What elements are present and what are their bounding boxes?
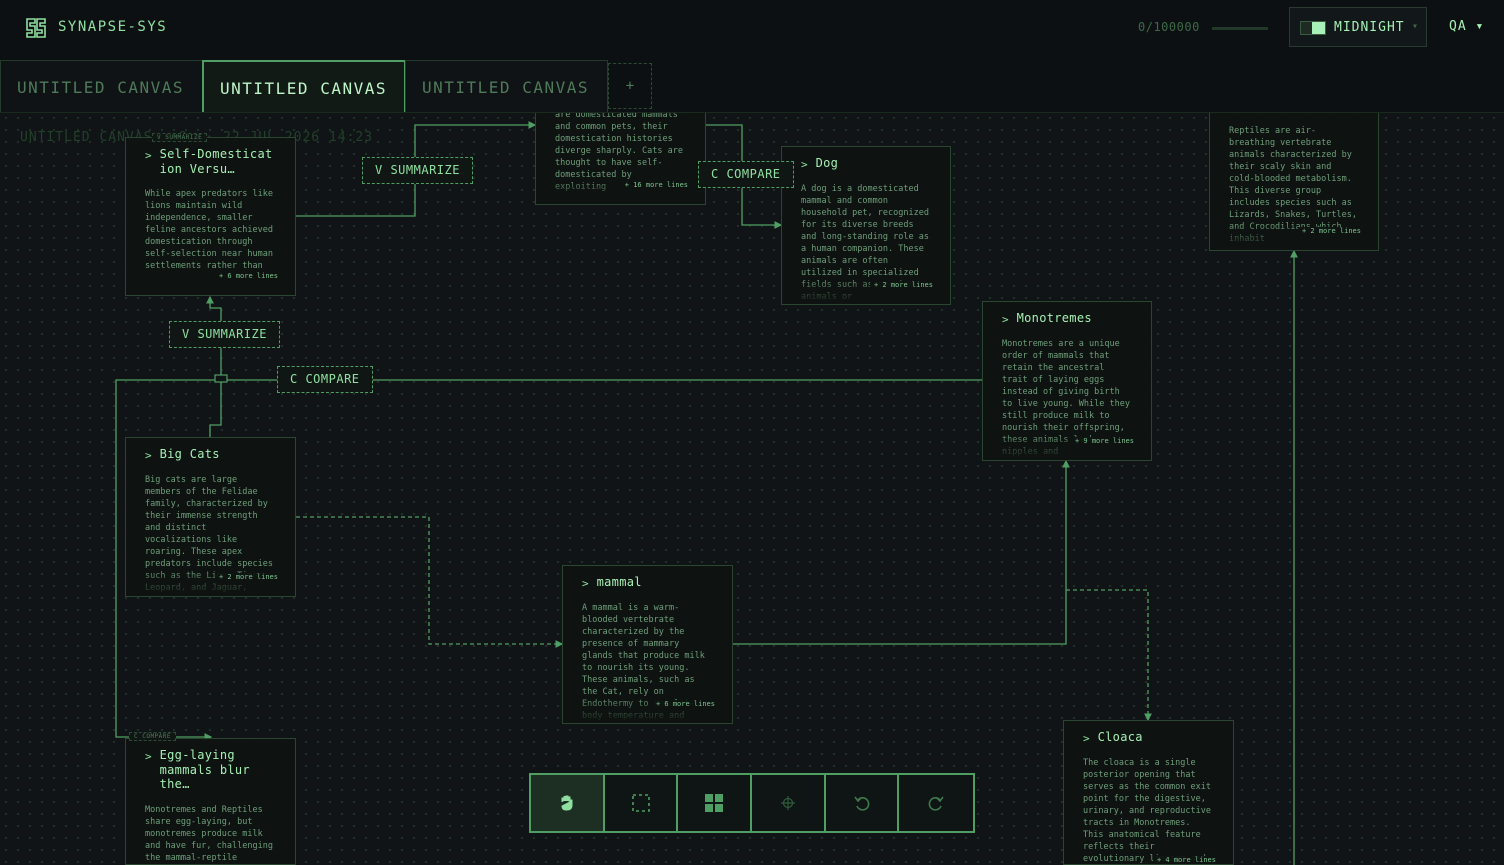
chevron-right-icon[interactable]: > <box>582 577 589 590</box>
more-lines-link[interactable]: + 2 more lines <box>869 281 933 289</box>
pan-tool-button[interactable] <box>531 775 605 831</box>
node-reptiles[interactable]: Reptiles are air-breathing vertebrate an… <box>1209 90 1379 251</box>
tab-canvas-1[interactable]: UNTITLED CANVAS <box>0 60 203 112</box>
token-usage: 0/100000 <box>1138 20 1200 34</box>
crosshair-icon <box>780 796 795 810</box>
node-body: The cloaca is a single posterior opening… <box>1083 758 1211 864</box>
edge-bigcats-mammal <box>296 516 564 648</box>
chevron-right-icon[interactable]: > <box>1083 732 1090 745</box>
compare-operation[interactable]: C COMPARE <box>698 161 794 188</box>
theme-selector[interactable]: MIDNIGHT ▾ <box>1289 7 1427 47</box>
chevron-right-icon[interactable]: > <box>145 750 152 763</box>
brand-logo-icon[interactable] <box>24 16 48 40</box>
node-title: Dog <box>815 156 839 170</box>
node-dog[interactable]: >Dog A dog is a domesticated mammal and … <box>781 146 951 305</box>
node-big-cats[interactable]: >Big Cats Big cats are large members of … <box>125 437 296 597</box>
hand-icon <box>561 795 573 811</box>
redo-button[interactable] <box>899 775 973 831</box>
theme-label: MIDNIGHT <box>1334 20 1405 35</box>
compare-operation[interactable]: C COMPARE <box>277 366 373 393</box>
node-title: Big Cats <box>159 447 220 461</box>
node-title: Cloaca <box>1097 730 1143 744</box>
node-body: Monotremes and Reptiles share egg-laying… <box>145 804 273 863</box>
chevron-right-icon[interactable]: > <box>145 149 152 162</box>
edge-monotremes-cloaca <box>1066 589 1152 722</box>
select-icon <box>631 794 650 812</box>
more-lines-link[interactable]: + 4 more lines <box>1152 856 1216 864</box>
token-usage-bar <box>1212 27 1268 30</box>
node-title: Monotremes <box>1016 311 1092 325</box>
node-mammal[interactable]: >mammal A mammal is a warm-blooded verte… <box>562 565 733 724</box>
edge-mammal-monotremes <box>733 459 1070 645</box>
compare-operation[interactable]: C COMPARE <box>129 732 177 741</box>
chevron-right-icon[interactable]: > <box>801 158 808 171</box>
chevron-right-icon[interactable]: > <box>1002 313 1009 326</box>
node-body: While apex predators like lions maintain… <box>145 189 273 271</box>
undo-icon <box>853 796 869 811</box>
edge-bigcats-summarize <box>206 295 222 437</box>
chevron-right-icon[interactable]: > <box>145 449 152 462</box>
more-lines-link[interactable]: + 6 more lines <box>651 700 715 708</box>
new-tab-button[interactable]: + <box>608 63 652 109</box>
grid-icon <box>705 794 724 812</box>
tab-bar: UNTITLED CANVAS UNTITLED CANVAS UNTITLED… <box>0 60 1504 113</box>
chevron-down-icon: ▾ <box>1412 21 1419 32</box>
app-header: SYNAPSE-SYS 0/100000 MIDNIGHT ▾ QA ▾ <box>0 0 1504 61</box>
node-self-domestication[interactable]: > Self-Domesticat ion Versu… While apex p… <box>125 137 296 296</box>
more-lines-link[interactable]: + 2 more lines <box>214 573 278 581</box>
edge-junction <box>214 374 228 383</box>
undo-button[interactable] <box>826 775 900 831</box>
theme-swatch-icon <box>1300 21 1326 35</box>
tab-canvas-2[interactable]: UNTITLED CANVAS <box>202 60 406 112</box>
user-menu[interactable]: QA ▾ <box>1449 19 1485 34</box>
more-lines-link[interactable]: + 6 more lines <box>214 272 278 280</box>
node-egg-laying[interactable]: > Egg-laying mammals blur the… Monotremes… <box>125 738 296 865</box>
summarize-operation[interactable]: V SUMMARIZE <box>362 157 473 184</box>
redo-icon <box>928 796 944 811</box>
canvas-toolbar <box>529 773 975 833</box>
node-title: Self-Domesticat ion Versu… <box>159 147 273 176</box>
node-cloaca[interactable]: > Cloaca The cloaca is a single posterior… <box>1063 720 1234 865</box>
summarize-operation[interactable]: V SUMMARIZE <box>152 133 208 142</box>
more-lines-link[interactable]: + 16 more lines <box>620 181 688 189</box>
node-title: mammal <box>596 575 642 589</box>
center-tool-button[interactable] <box>752 775 826 831</box>
summarize-operation[interactable]: V SUMMARIZE <box>169 321 280 348</box>
grid-tool-button[interactable] <box>678 775 753 831</box>
node-title: Egg-laying mammals blur the… <box>159 748 250 791</box>
tab-canvas-3[interactable]: UNTITLED CANVAS <box>405 60 608 112</box>
node-monotremes[interactable]: >Monotremes Monotremes are a unique orde… <box>982 301 1152 461</box>
more-lines-link[interactable]: + 2 more lines <box>1297 227 1361 235</box>
select-tool-button[interactable] <box>605 775 679 831</box>
app-title: SYNAPSE-SYS <box>58 19 168 35</box>
more-lines-link[interactable]: + 9 more lines <box>1070 437 1134 445</box>
